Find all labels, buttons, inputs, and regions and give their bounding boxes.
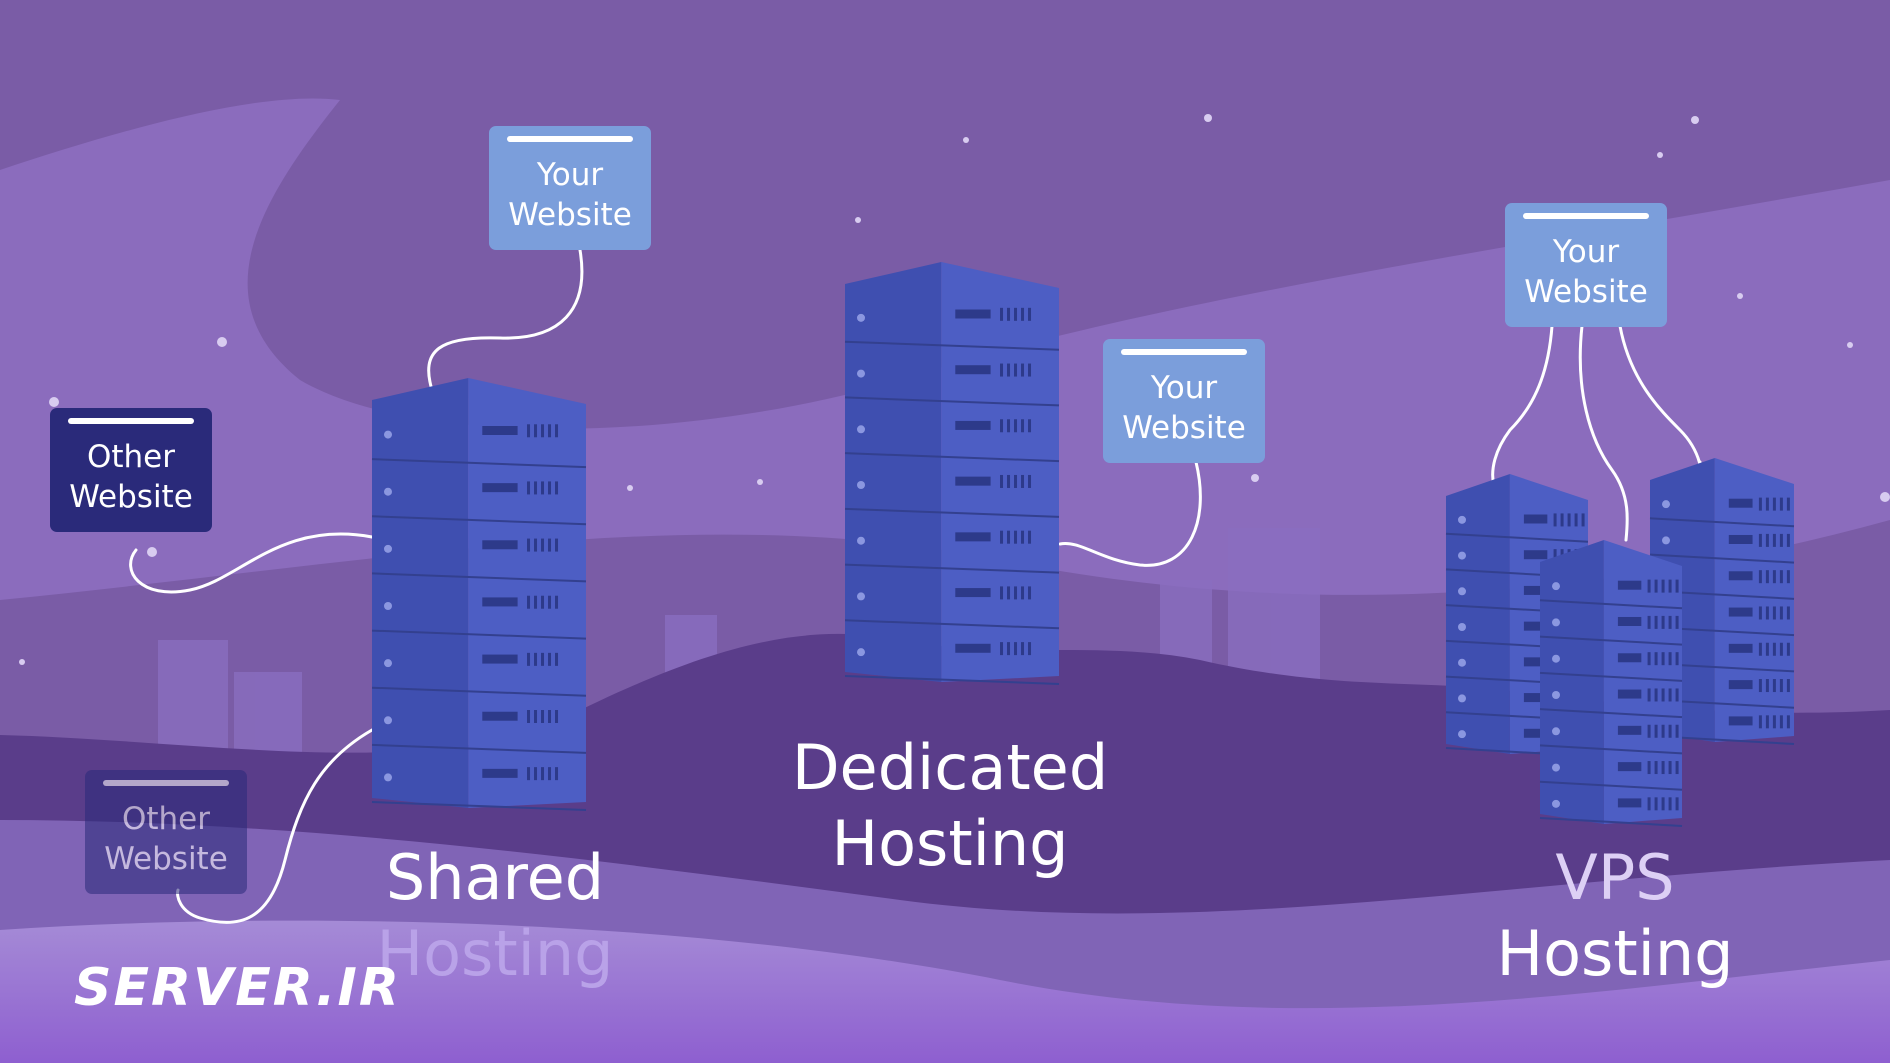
logo-text: SERVER.IR	[74, 958, 401, 1018]
card-line1: Other	[121, 801, 211, 837]
card-line1: Your	[536, 157, 604, 193]
wire-shared-other-bottom	[176, 728, 374, 924]
vps-server-tower-center	[1539, 540, 1683, 827]
foreground-wave-front	[0, 920, 1890, 1063]
card-line1: Your	[1150, 370, 1218, 406]
server-towers	[371, 262, 1795, 827]
dedicated-your-website-card: Your Website	[1103, 339, 1265, 463]
shared-your-website-card: Your Website	[489, 126, 651, 250]
card-line2: Website	[69, 479, 193, 515]
card-line2: Website	[104, 841, 228, 877]
card-line1: Other	[86, 439, 176, 475]
dedicated-hosting-label: Dedicated Hosting	[780, 730, 1120, 882]
label-line2: Hosting	[1496, 917, 1734, 990]
card-bar	[1523, 213, 1649, 219]
dedicated-server-tower	[844, 262, 1060, 685]
wire-vps-2	[1578, 324, 1629, 542]
label-line1: VPS	[1555, 841, 1675, 914]
server-ir-logo: SERVER.IR	[74, 958, 401, 1018]
stars	[19, 114, 1890, 665]
label-line1: Shared	[385, 841, 605, 914]
wire-shared-other-top	[129, 532, 374, 594]
wire-vps-3	[1618, 324, 1702, 466]
shared-server-tower	[371, 378, 587, 811]
card-line1: Your	[1552, 234, 1620, 270]
wire-shared-yours	[427, 248, 584, 392]
label-line2: Hosting	[376, 917, 614, 990]
card-line2: Website	[1524, 274, 1648, 310]
card-bar	[507, 136, 633, 142]
vps-hosting-label: VPS Hosting	[1490, 840, 1740, 992]
vps-your-website-card: Your Website	[1505, 203, 1667, 327]
card-bar	[1121, 349, 1247, 355]
card-bar	[68, 418, 194, 424]
label-line2: Hosting	[831, 807, 1069, 880]
connection-wires	[129, 248, 1702, 924]
card-bar	[103, 780, 229, 786]
shared-other-website-card-bottom: Other Website	[85, 770, 247, 894]
label-line1: Dedicated	[791, 731, 1109, 804]
shared-other-website-card-top: Other Website	[50, 408, 212, 532]
shared-hosting-label: Shared Hosting	[370, 840, 620, 992]
card-line2: Website	[508, 197, 632, 233]
wire-dedicated-yours	[1058, 460, 1202, 567]
wire-vps-1	[1491, 324, 1554, 488]
card-line2: Website	[1122, 410, 1246, 446]
